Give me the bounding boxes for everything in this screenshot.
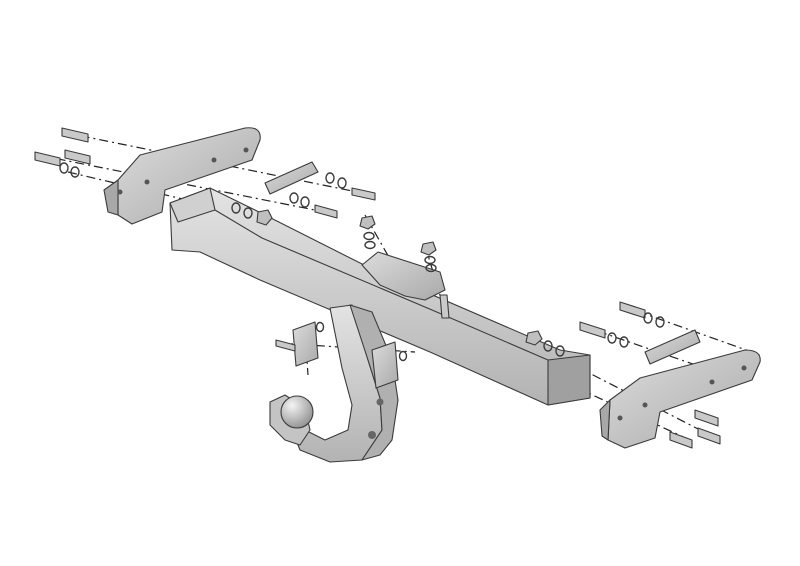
bolt-icon (697, 427, 721, 445)
bolt-icon (579, 321, 606, 339)
bolt-icon (619, 301, 646, 319)
washer-icon (325, 172, 335, 184)
washer-icon (363, 231, 375, 241)
washer-icon (555, 345, 565, 357)
washer-icon (315, 321, 325, 333)
bolt-icon (64, 149, 91, 165)
nut-icon (525, 330, 543, 346)
cross-beam (169, 187, 591, 406)
washer-icon (543, 340, 553, 352)
right-clamp-plate (644, 329, 701, 365)
washer-icon (619, 336, 629, 348)
bolt-icon (439, 294, 450, 319)
right-mounting-bracket (599, 349, 761, 449)
socket-bracket (292, 321, 399, 389)
washers (59, 162, 665, 362)
nuts (256, 209, 543, 346)
nut-icon (359, 215, 376, 230)
bolts (34, 127, 721, 449)
washer-icon (643, 312, 653, 324)
tow-ball (269, 394, 314, 446)
bolt-icon (61, 127, 89, 143)
washer-icon (364, 240, 376, 250)
center-mounting-plate (361, 251, 446, 301)
washer-icon (398, 350, 408, 362)
bolt-icon (34, 151, 61, 167)
left-mounting-bracket (103, 127, 261, 225)
washer-icon (607, 332, 617, 344)
washer-icon (70, 166, 80, 178)
washer-icon (425, 263, 437, 273)
washer-icon (289, 192, 299, 204)
nut-icon (420, 241, 437, 256)
washer-icon (300, 196, 310, 208)
washer-icon (243, 207, 253, 219)
washer-icon (655, 316, 665, 328)
bolt-icon (314, 204, 338, 219)
bolt-icon (669, 431, 693, 449)
washer-icon (424, 255, 436, 265)
bolt-icon (351, 187, 376, 201)
bolt-icon (275, 339, 296, 352)
washer-icon (59, 162, 69, 174)
left-clamp-plate (264, 161, 319, 195)
washer-icon (231, 202, 241, 214)
nut-icon (256, 209, 273, 226)
bolt-icon (694, 409, 719, 427)
washer-icon (337, 177, 347, 189)
